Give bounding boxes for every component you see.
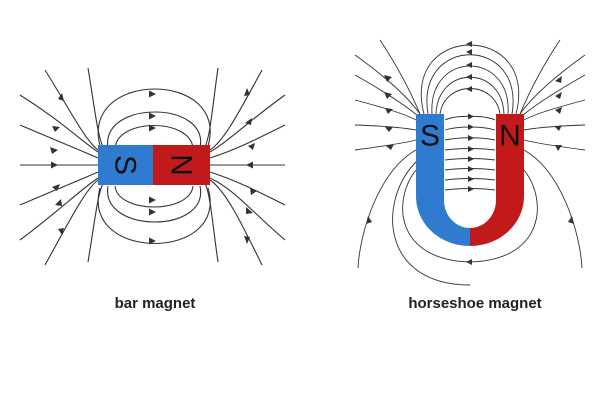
bar-magnet-north-pole bbox=[153, 145, 210, 185]
bar-magnet-field-lines bbox=[19, 67, 286, 266]
horseshoe-north-label: N bbox=[499, 120, 521, 153]
horseshoe-magnet: S N bbox=[416, 114, 524, 246]
horseshoe-magnet-caption: horseshoe magnet bbox=[408, 295, 542, 312]
bar-magnet-south-label: S bbox=[109, 155, 142, 175]
bar-magnet-caption: bar magnet bbox=[114, 295, 196, 312]
horseshoe-north-arm bbox=[470, 114, 524, 246]
horseshoe-magnet-arrows bbox=[366, 41, 574, 265]
bar-magnet-south-pole bbox=[98, 145, 153, 185]
bar-magnet-arrows bbox=[50, 88, 257, 245]
horseshoe-magnet-field-lines bbox=[354, 39, 586, 286]
bar-magnet-north-label: N bbox=[165, 154, 198, 176]
horseshoe-south-arm bbox=[416, 114, 470, 246]
horseshoe-south-label: S bbox=[420, 120, 440, 153]
bar-magnet: S N bbox=[98, 145, 210, 185]
